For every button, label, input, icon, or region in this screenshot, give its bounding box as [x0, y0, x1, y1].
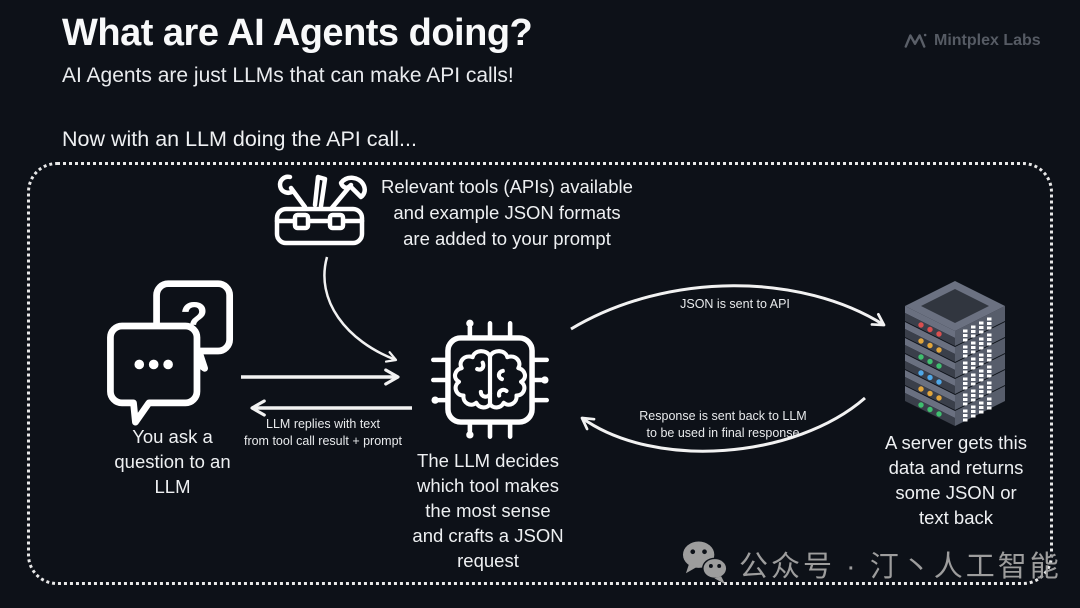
label-response-back: Response is sent back to LLM to be used …	[639, 409, 807, 440]
toolbox-clasp-left	[292, 212, 311, 231]
chip-brain-icon	[426, 316, 554, 444]
chip-body	[445, 335, 535, 425]
brand-name: Mintplex Labs	[934, 32, 1041, 49]
screwdriver	[312, 174, 328, 209]
toolbox-clasp-right	[327, 212, 346, 231]
toolbox-body	[274, 206, 365, 246]
label-json-to-api: JSON is sent to API	[680, 297, 790, 311]
user-caption: You ask a question to an LLM	[114, 426, 231, 497]
server-top-inset	[921, 289, 989, 323]
brand: Mintplex Labs	[903, 31, 1041, 51]
page-title: What are AI Agents doing?	[62, 12, 533, 54]
dotted-panel	[27, 162, 1053, 585]
hammer-head	[338, 175, 367, 200]
server-rack-icon	[899, 281, 1013, 431]
tools-note: Relevant tools (APIs) available and exam…	[381, 176, 633, 249]
brain-glyph	[452, 349, 528, 410]
wrench-head	[277, 174, 296, 195]
toolbox-icon	[271, 171, 368, 247]
dots-bubble	[107, 322, 201, 426]
watermark-text: 公众号 · 汀丶人工智能	[739, 550, 1062, 583]
server-leds	[918, 322, 942, 417]
mintplex-logo-icon	[903, 31, 927, 51]
question-bubble	[153, 280, 234, 372]
llm-caption: The LLM decides which tool makes the mos…	[412, 450, 564, 571]
page-subtitle: AI Agents are just LLMs that can make AP…	[62, 64, 514, 87]
chat-bubbles-icon: ?	[100, 276, 242, 426]
wrench-handle	[288, 185, 308, 210]
watermark: 公众号 · 汀丶人工智能	[682, 540, 1062, 587]
wechat-icon	[682, 540, 729, 587]
server-caption: A server gets this data and returns some…	[885, 432, 1027, 528]
section-label: Now with an LLM doing the API call...	[62, 127, 417, 151]
label-llm-replies: LLM replies with text from tool call res…	[243, 417, 403, 448]
